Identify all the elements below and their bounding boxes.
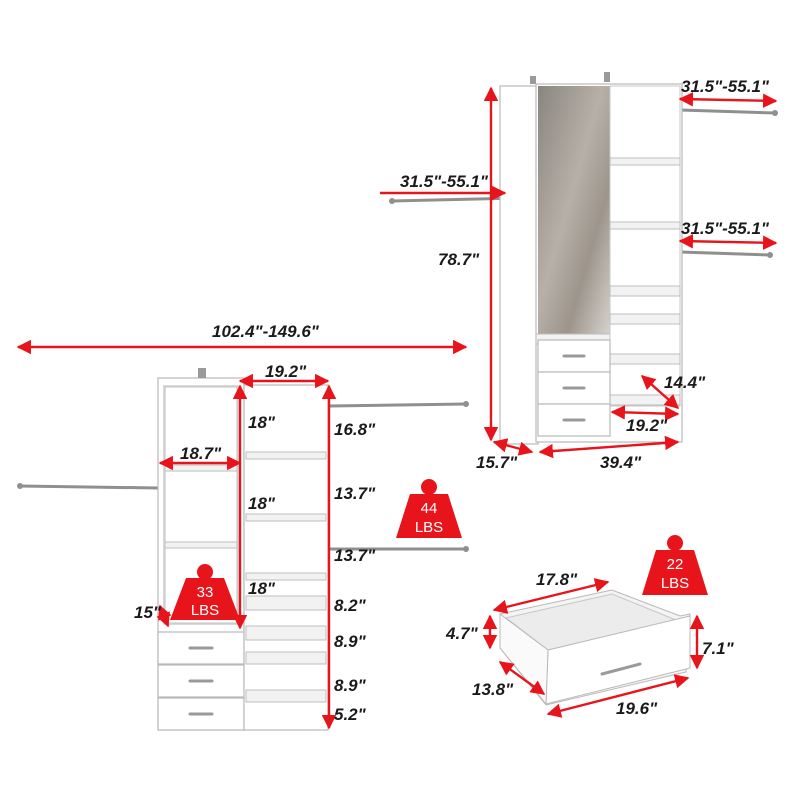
weight-icon-33: 33 LBS bbox=[170, 564, 240, 620]
drawer-dimension-lines bbox=[482, 578, 705, 718]
right-gap-6-label: 8.9" bbox=[334, 676, 367, 695]
left-gap-1-label: 18" bbox=[248, 413, 276, 432]
weight-icon-44: 44 LBS bbox=[396, 479, 462, 538]
top-shelf-depth-label: 14.4" bbox=[664, 373, 706, 392]
drawer-top-width-label: 17.8" bbox=[536, 570, 578, 589]
load-rod-unit: LBS bbox=[415, 519, 443, 536]
drawer-load-unit: LBS bbox=[661, 575, 689, 592]
drawer-load-value: 22 bbox=[667, 556, 684, 573]
bottom-dimension-lines bbox=[156, 373, 337, 730]
top-right-lower-hanging-rod bbox=[678, 250, 773, 258]
right-gap-4-label: 8.2" bbox=[334, 596, 367, 615]
top-right-compartment bbox=[609, 85, 681, 407]
bottom-mirror-depth-label: 15" bbox=[134, 603, 162, 622]
top-right-shelves bbox=[609, 157, 681, 406]
top-width-label: 39.4" bbox=[600, 453, 642, 472]
right-gap-5-label: 8.9" bbox=[334, 632, 367, 651]
top-closet-unit bbox=[389, 72, 778, 445]
top-height-label: 78.7" bbox=[438, 250, 480, 269]
top-drawers bbox=[537, 339, 611, 437]
top-dimension-lines bbox=[380, 86, 778, 459]
left-gap-2-label: 18" bbox=[248, 494, 276, 513]
bottom-right-shelves bbox=[245, 451, 327, 703]
bottom-shelf-width-label: 19.2" bbox=[265, 362, 307, 381]
bottom-left-hanging-rod bbox=[17, 483, 160, 490]
weight-icon-22: 22 LBS bbox=[642, 535, 708, 595]
top-left-hanging-rod bbox=[389, 196, 520, 204]
right-gap-3-label: 13.7" bbox=[334, 546, 376, 565]
bottom-drawers bbox=[157, 631, 245, 731]
overall-width-label: 102.4"-149.6" bbox=[212, 322, 320, 341]
top-rod-right-lower-label: 31.5"-55.1" bbox=[681, 219, 770, 238]
bottom-right-lower-hanging-rod bbox=[328, 546, 469, 552]
load-rod-value: 44 bbox=[421, 500, 438, 517]
top-right-upper-hanging-rod bbox=[678, 108, 778, 116]
drawer-detail bbox=[499, 589, 691, 706]
bottom-dimension-labels: 19.2" 18.7" 18" 18" 18" 16.8" 13.7" 13.7… bbox=[134, 362, 376, 724]
drawer-front-width-label: 19.6" bbox=[616, 699, 658, 718]
right-gap-2-label: 13.7" bbox=[334, 484, 376, 503]
top-tower-side-panel bbox=[499, 85, 539, 445]
top-mirror bbox=[538, 86, 610, 334]
right-gap-7-label: 5.2" bbox=[334, 705, 367, 724]
top-dimension-labels: 31.5"-55.1" 31.5"-55.1" 31.5"-55.1" 78.7… bbox=[400, 77, 770, 472]
left-gap-3-label: 18" bbox=[248, 579, 276, 598]
load-left-value: 33 bbox=[197, 584, 214, 601]
overall-width-dimension: 102.4"-149.6" bbox=[16, 322, 468, 355]
top-depth-label: 15.7" bbox=[476, 453, 518, 472]
right-gap-1-label: 16.8" bbox=[334, 420, 376, 439]
bottom-right-tower bbox=[243, 384, 329, 731]
drawer-side-height-label: 7.1" bbox=[702, 639, 735, 658]
drawer-depth-label: 13.8" bbox=[472, 680, 514, 699]
drawer-dimension-labels: 17.8" 4.7" 7.1" 13.8" 19.6" bbox=[445, 570, 735, 718]
bottom-right-upper-hanging-rod bbox=[328, 401, 469, 408]
top-rod-left-label: 31.5"-55.1" bbox=[400, 172, 489, 191]
top-shelf-width-label: 19.2" bbox=[626, 416, 668, 435]
top-rod-right-upper-label: 31.5"-55.1" bbox=[681, 77, 770, 96]
bottom-mirror-width-label: 18.7" bbox=[180, 444, 222, 463]
load-left-unit: LBS bbox=[191, 602, 219, 619]
bottom-closet-unit bbox=[17, 368, 469, 731]
drawer-front-height-label: 4.7" bbox=[445, 624, 479, 643]
